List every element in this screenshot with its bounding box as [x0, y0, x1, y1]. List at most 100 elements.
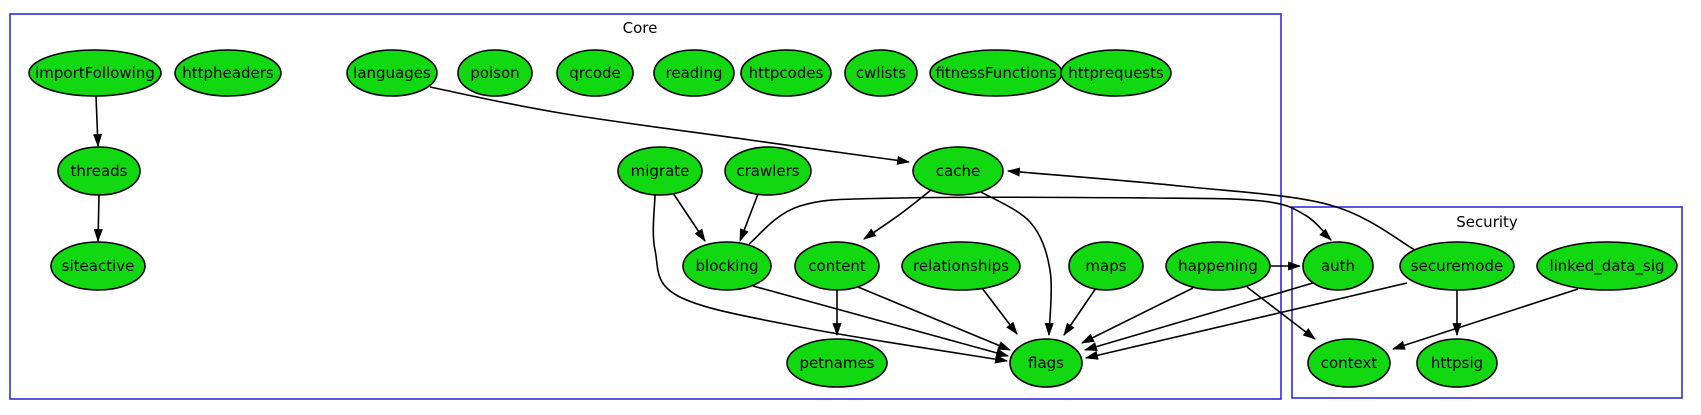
node-importFollowing-shape — [28, 49, 162, 97]
edge-securemode-to-cache — [1006, 167, 1416, 251]
node-reading-shape — [653, 49, 735, 97]
node-poison-label: poison — [470, 64, 519, 82]
node-migrate-label: migrate — [631, 162, 690, 180]
node-relationships-shape — [901, 241, 1021, 291]
node-context-label: context — [1321, 354, 1378, 372]
node-relationships: relationships — [901, 241, 1021, 291]
node-maps-shape — [1068, 241, 1144, 291]
node-cache-shape — [912, 146, 1004, 196]
node-languages-label: languages — [353, 64, 431, 82]
node-importFollowing-label: importFollowing — [35, 64, 155, 82]
node-happening-label: happening — [1178, 257, 1258, 275]
node-migrate: migrate — [617, 146, 703, 196]
cluster-core-border — [9, 13, 1282, 400]
node-fitnessFunctions: fitnessFunctions — [929, 49, 1063, 97]
node-linked_data_sig-shape — [1536, 241, 1678, 291]
cluster-core-label: Core — [623, 19, 658, 37]
node-httprequests: httprequests — [1060, 49, 1172, 97]
node-poison: poison — [457, 49, 533, 97]
edge-content-to-flags — [857, 286, 1012, 351]
edge-languages-to-cache — [429, 86, 911, 165]
node-reading-label: reading — [666, 64, 723, 82]
node-httprequests-shape — [1060, 49, 1172, 97]
node-blocking: blocking — [682, 241, 772, 291]
node-fitnessFunctions-label: fitnessFunctions — [935, 64, 1056, 82]
node-flags-shape — [1009, 338, 1083, 388]
node-threads-label: threads — [71, 162, 128, 180]
node-crawlers-label: crawlers — [736, 162, 799, 180]
edge-migrate-to-blocking — [672, 192, 706, 242]
edge-threads-to-siteactive — [93, 194, 103, 243]
node-blocking-shape — [682, 241, 772, 291]
node-content-label: content — [808, 257, 866, 275]
node-relationships-label: relationships — [913, 257, 1009, 275]
node-auth: auth — [1302, 241, 1374, 291]
node-content: content — [794, 241, 880, 291]
node-auth-shape — [1302, 241, 1374, 291]
node-content-shape — [794, 241, 880, 291]
edge-crawlers-to-blocking — [739, 193, 759, 243]
node-httpcodes-shape — [740, 49, 832, 97]
node-securemode-label: securemode — [1411, 257, 1503, 275]
edge-cache-to-content — [863, 189, 932, 240]
cluster-security-label: Security — [1456, 213, 1518, 231]
node-languages-shape — [346, 49, 438, 97]
edge-migrate-to-flags — [652, 194, 1009, 364]
node-siteactive: siteactive — [50, 241, 146, 291]
node-poison-shape — [457, 49, 533, 97]
node-securemode: securemode — [1399, 241, 1515, 291]
edge-blocking-to-auth — [748, 196, 1332, 245]
node-httpsig: httpsig — [1416, 338, 1498, 388]
node-migrate-shape — [617, 146, 703, 196]
node-petnames-shape — [786, 338, 888, 388]
edge-auth-to-flags — [1083, 282, 1314, 352]
node-petnames-label: petnames — [800, 354, 875, 372]
node-siteactive-shape — [50, 241, 146, 291]
node-httpsig-label: httpsig — [1431, 354, 1483, 372]
node-crawlers: crawlers — [724, 146, 812, 196]
node-httpcodes: httpcodes — [740, 49, 832, 97]
node-cache: cache — [912, 146, 1004, 196]
node-linked_data_sig: linked_data_sig — [1536, 241, 1678, 291]
edge-happening-to-flags — [1081, 287, 1194, 344]
node-maps-label: maps — [1085, 257, 1126, 275]
node-httpcodes-label: httpcodes — [749, 64, 824, 82]
cluster-security-border — [1291, 206, 1683, 399]
node-context-shape — [1307, 338, 1391, 388]
node-cwlists: cwlists — [844, 49, 918, 97]
node-blocking-label: blocking — [696, 257, 759, 275]
node-maps: maps — [1068, 241, 1144, 291]
node-httpheaders: httpheaders — [174, 49, 282, 97]
node-httpheaders-label: httpheaders — [182, 64, 274, 82]
edge-blocking-to-flags — [752, 285, 1010, 358]
node-cwlists-shape — [844, 49, 918, 97]
node-securemode-shape — [1399, 241, 1515, 291]
node-qrcode-shape — [556, 49, 634, 97]
node-context: context — [1307, 338, 1391, 388]
edge-importFollowing-to-threads — [92, 95, 103, 148]
node-httpsig-shape — [1416, 338, 1498, 388]
node-flags: flags — [1009, 338, 1083, 388]
edge-cache-to-flags — [980, 191, 1054, 337]
edge-linked_data_sig-to-context — [1391, 288, 1579, 350]
edge-securemode-to-flags — [1084, 282, 1408, 360]
node-cwlists-label: cwlists — [856, 64, 907, 82]
node-httpheaders-shape — [174, 49, 282, 97]
node-happening: happening — [1165, 241, 1271, 291]
node-crawlers-shape — [724, 146, 812, 196]
node-reading: reading — [653, 49, 735, 97]
node-flags-label: flags — [1028, 354, 1064, 372]
node-languages: languages — [346, 49, 438, 97]
node-threads-shape — [57, 146, 141, 196]
node-qrcode: qrcode — [556, 49, 634, 97]
node-httprequests-label: httprequests — [1068, 64, 1164, 82]
node-importFollowing: importFollowing — [28, 49, 162, 97]
node-petnames: petnames — [786, 338, 888, 388]
node-threads: threads — [57, 146, 141, 196]
edge-maps-to-flags — [1063, 287, 1097, 336]
node-qrcode-label: qrcode — [569, 64, 621, 82]
edge-relationships-to-flags — [981, 287, 1018, 335]
node-cache-label: cache — [936, 162, 980, 180]
